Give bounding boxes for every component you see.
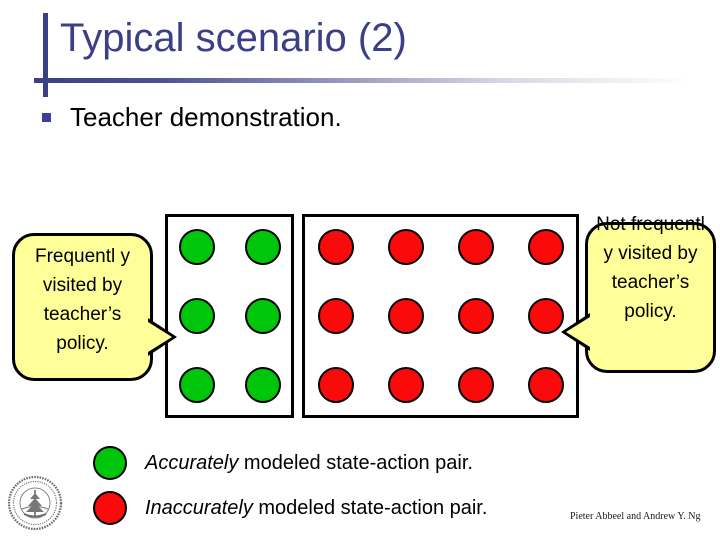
state-action-dot-inaccurate [527,229,564,265]
state-action-dot-inaccurate [527,367,564,403]
title-accent-bar [43,13,48,97]
bullet-item-label: Teacher demonstration. [70,102,342,132]
state-action-dot-inaccurate [387,367,424,403]
legend-inaccurate-emphasis: Inaccurately [145,497,253,519]
legend-accurate-rest: modeled state-action pair. [238,452,473,474]
callout-right-tail-fill [566,317,590,347]
state-action-dot-accurate [178,229,215,265]
state-action-dot-inaccurate [387,229,424,265]
inaccurately-modeled-state-box [302,214,579,418]
state-action-dot-inaccurate [457,367,494,403]
legend-accurate-emphasis: Accurately [145,452,239,474]
state-action-dot-inaccurate [387,298,424,334]
page-title: Typical scenario (2) [60,16,407,60]
state-action-dot-inaccurate [527,298,564,334]
green-dot-grid [168,217,291,415]
state-action-dot-inaccurate [317,229,354,265]
state-action-dot-accurate [244,298,281,334]
university-seal-icon [7,475,63,531]
legend-item-inaccurate: Inaccurately modeled state-action pair. [93,491,487,525]
callout-right-text: Not frequentl y visited by teacher’s pol… [596,214,705,322]
accurately-modeled-state-box [165,214,294,418]
legend-green-dot-icon [93,446,127,480]
state-action-dot-inaccurate [457,229,494,265]
callout-left-tail-fill [148,322,172,352]
state-action-dot-inaccurate [317,298,354,334]
title-divider-rule [34,78,690,83]
callout-left-text: Frequentl y visited by teacher’s policy. [34,246,131,354]
state-action-dot-accurate [244,229,281,265]
state-action-dot-accurate [244,367,281,403]
state-action-dot-inaccurate [317,367,354,403]
state-action-dot-inaccurate [457,298,494,334]
author-credit: Pieter Abbeel and Andrew Y. Ng [570,511,701,522]
callout-not-frequently-visited: Not frequentl y visited by teacher’s pol… [561,214,716,373]
state-action-dot-accurate [178,298,215,334]
legend-item-accurate: Accurately modeled state-action pair. [93,446,473,480]
legend-red-dot-icon [93,491,127,525]
square-bullet-icon [42,112,51,122]
legend-accurate-label: Accurately modeled state-action pair. [145,450,473,476]
bullet-list-item: Teacher demonstration. [42,100,342,134]
legend-inaccurate-label: Inaccurately modeled state-action pair. [145,495,487,521]
state-action-dot-accurate [178,367,215,403]
callout-frequently-visited: Frequentl y visited by teacher’s policy. [12,233,177,381]
red-dot-grid [305,217,576,415]
legend-inaccurate-rest: modeled state-action pair. [252,497,488,519]
